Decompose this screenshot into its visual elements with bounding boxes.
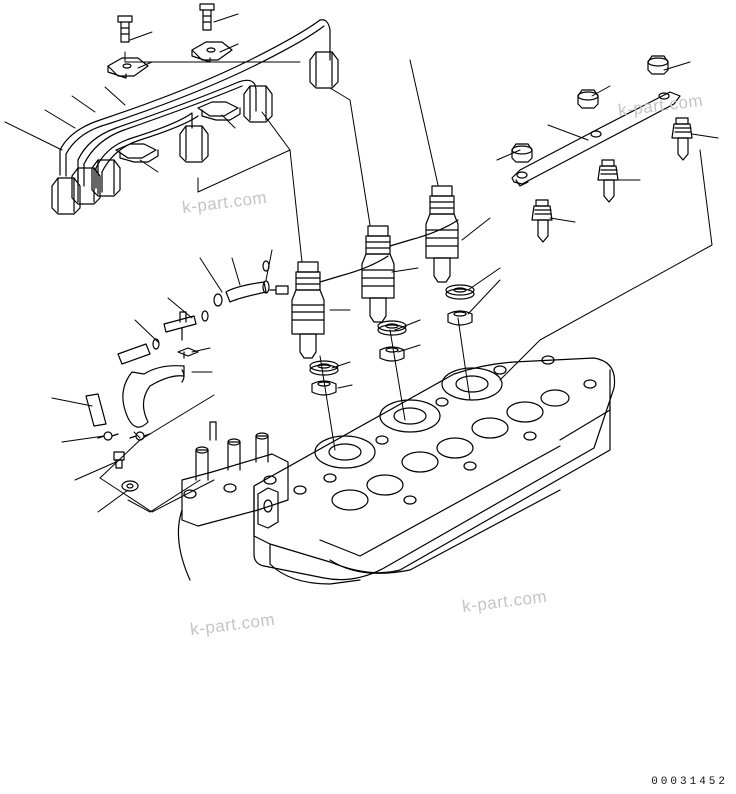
glow-plug-1 (532, 200, 552, 242)
hose-clip-1 (214, 294, 222, 306)
injection-pipes (60, 20, 330, 192)
injector-washer-3 (446, 285, 474, 299)
damper-clip-2 (198, 102, 240, 120)
injector-3 (426, 186, 458, 282)
injector-seat-1 (312, 381, 336, 395)
hose-clip-5 (98, 432, 118, 440)
glow-plug-nut-2 (578, 90, 598, 108)
pipe-nut-1 (52, 178, 80, 214)
return-tee-joint (164, 312, 196, 340)
clamp-plate-right (192, 42, 232, 62)
glow-plug-nut-3 (512, 144, 532, 162)
glow-plug-2 (598, 160, 618, 202)
glow-plug-3 (672, 118, 692, 160)
hose-clip-4 (153, 339, 159, 349)
hose-clip-6 (130, 432, 150, 440)
hose-clip-3 (202, 311, 208, 321)
return-hose-short (118, 344, 150, 364)
banjo-clip (178, 348, 198, 358)
pipe-nut-upper-2 (244, 86, 272, 122)
injector-1 (292, 256, 388, 358)
leader-lines (5, 14, 718, 512)
clamp-plate-left (108, 58, 148, 78)
drawing-number: 00031452 (651, 776, 728, 788)
pipe-nut-3 (92, 160, 120, 196)
injector-washer-1 (310, 361, 338, 375)
pipe-nut-2 (72, 168, 100, 204)
glow-plug-connection-plate (512, 92, 680, 186)
return-union (114, 452, 124, 468)
clamp-bolt-right (200, 4, 214, 30)
union-gasket (122, 481, 138, 491)
return-hose-upper (226, 281, 269, 302)
pipe-nut-upper-3 (310, 52, 338, 88)
return-hose-bent (123, 366, 184, 427)
cylinder-head (254, 356, 615, 584)
injector-seat-2 (380, 347, 404, 361)
clamp-bolt-left (118, 16, 132, 42)
return-hose-lower (86, 394, 106, 426)
return-joint-upper (270, 286, 288, 294)
assembly-lines (100, 52, 712, 512)
injection-pump (178, 422, 288, 580)
injector-washer-2 (378, 321, 406, 335)
pipe-nut-upper-1 (180, 126, 208, 162)
damper-clip-1 (116, 144, 158, 162)
injector-2 (362, 220, 458, 322)
glow-plug-nut-1 (648, 56, 668, 74)
hose-clip-2 (263, 261, 269, 271)
injector-seat-3 (448, 311, 472, 325)
